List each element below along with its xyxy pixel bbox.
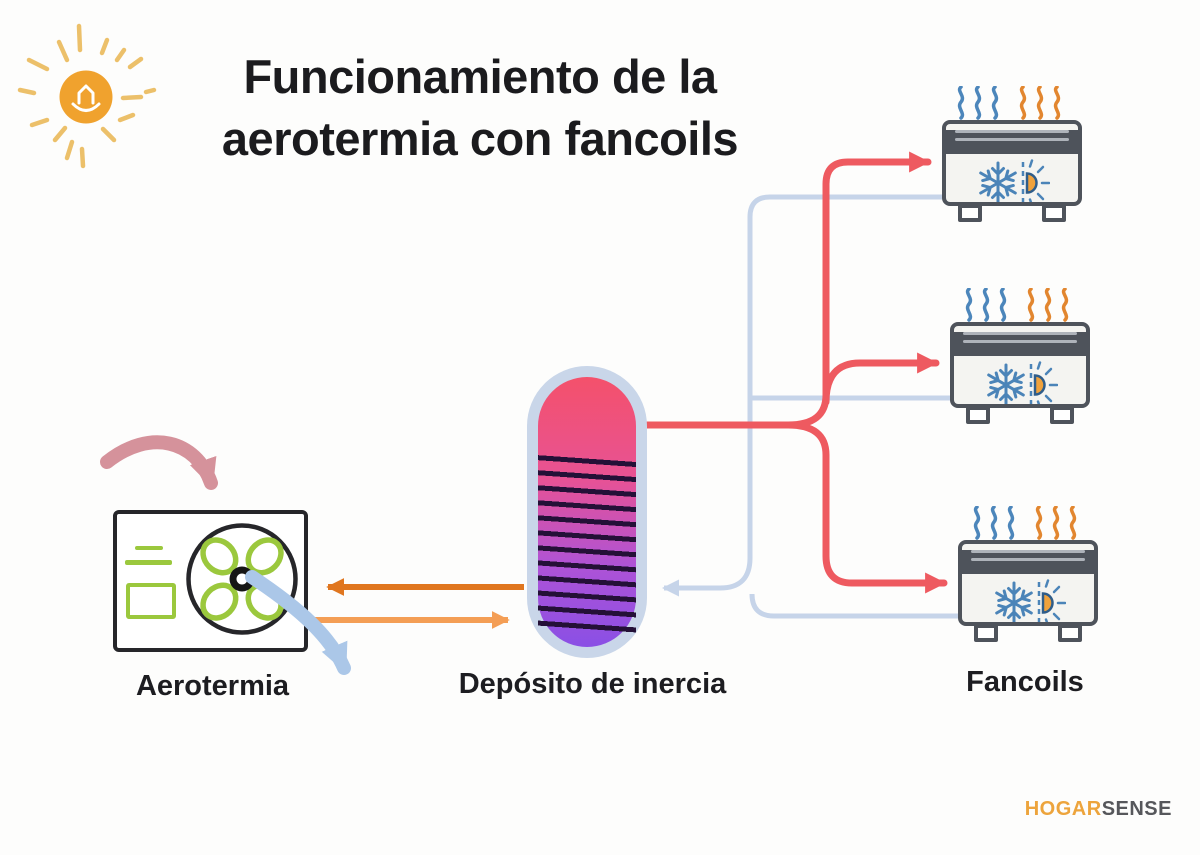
air-intake-arrow [100,435,218,490]
logo-sense: SENSE [1101,798,1172,820]
vent-line [125,560,172,565]
fancoil-unit-3 [958,506,1098,642]
title-line-1: Funcionamiento de la [243,50,717,103]
cool-heat-waves-icon [965,288,1069,322]
snowflake-sun-icon [979,159,1050,202]
fancoil-body [950,322,1090,408]
inertia-tank [527,366,647,658]
fancoil-feet [942,204,1082,222]
supply-pipes [638,151,948,594]
title-line-2: aerotermia con fancoils [221,112,739,166]
fancoil-unit-2 [950,288,1090,424]
fancoil-feet [950,406,1090,424]
hogarsense-logo: HOGARSENSE [1025,798,1172,821]
control-panel [126,583,176,619]
fancoil-body [958,540,1098,626]
aerotermia-unit [113,510,308,652]
label-fancoils: Fancoils [966,666,1084,698]
fancoil-vent-grille [954,332,1086,356]
tank-coil-icon [538,452,636,634]
snowflake-sun-icon [987,361,1058,404]
label-aerotermia: Aerotermia [135,670,290,702]
label-deposito-de-inercia: Depósito de inercia [458,668,727,700]
fancoil-unit-1 [942,86,1082,222]
fan-icon [186,523,298,635]
page-title: Funcionamiento de la aerotermia con fanc… [180,46,780,170]
return-pipes [662,194,958,619]
fancoil-body [942,120,1082,206]
house-icon [71,84,101,112]
fancoil-feet [958,624,1098,642]
snowflake-sun-icon [995,579,1066,622]
vent-line [135,546,163,550]
fancoil-vent-grille [962,550,1094,574]
cool-heat-waves-icon [957,86,1061,120]
logo-hogar: HOGAR [1024,798,1102,820]
fancoil-vent-grille [946,130,1078,154]
cool-heat-waves-icon [973,506,1077,540]
sun-icon [17,23,157,169]
